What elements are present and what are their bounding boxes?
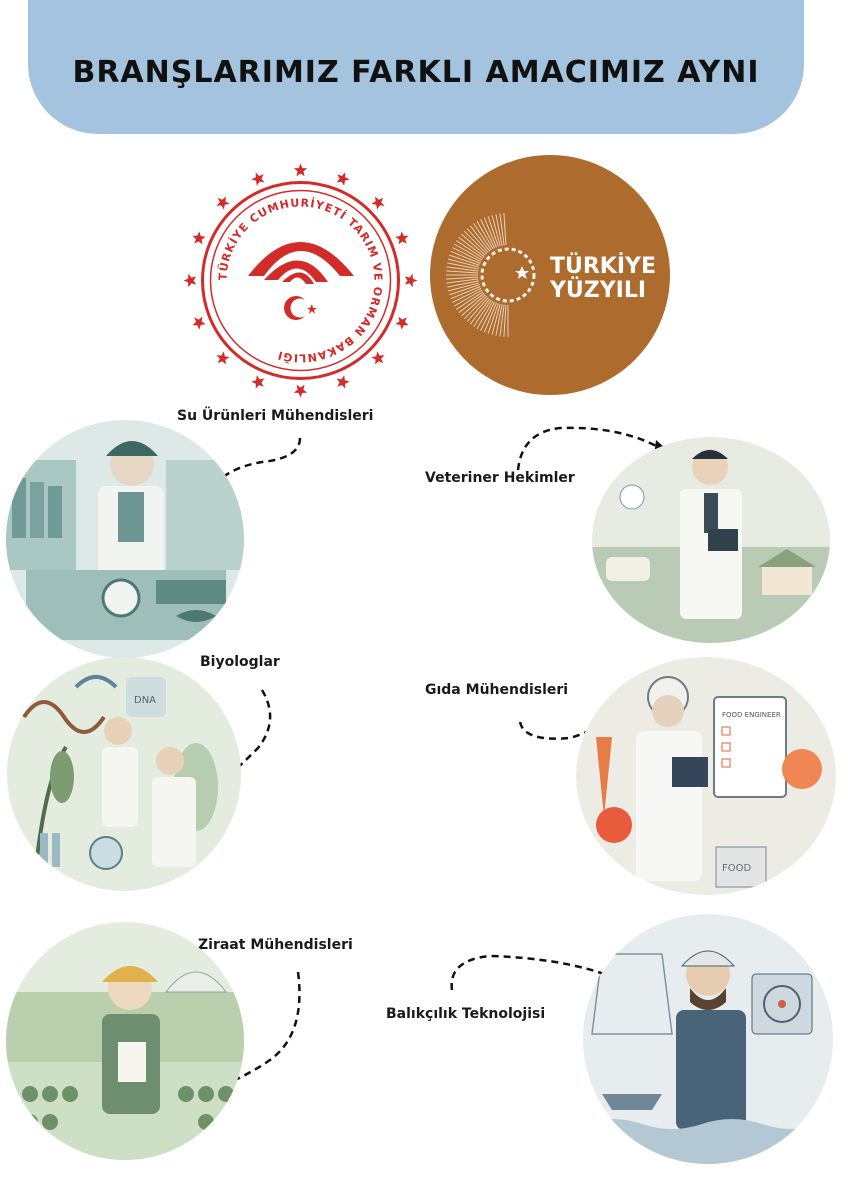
aquaculture-engineer-illustration <box>6 420 244 658</box>
seal-star-icon <box>395 316 409 330</box>
sun-ray <box>503 304 507 337</box>
seal-star-icon <box>336 172 350 186</box>
biologists-illustration: DNA <box>6 657 242 891</box>
sun-ray <box>450 250 481 264</box>
sun-ray <box>446 270 479 274</box>
seal-star-icon <box>404 273 418 288</box>
sun-ray <box>461 294 486 317</box>
sun-ray <box>483 302 497 333</box>
sun-ray <box>487 303 499 334</box>
sun-ray <box>446 276 479 280</box>
seal-star-icon <box>216 351 230 365</box>
label-veteriner: Veteriner Hekimler <box>425 470 575 486</box>
turkiye-yuzyili-icon: TÜRKİYE YÜZYILI <box>430 155 670 395</box>
ministry-seal-icon: TÜRKİYE CUMHURİYETİ TARIM VE ORMAN BAKAN… <box>183 163 418 398</box>
food-engineer-illustration: FOOD ENGINEER FOOD <box>576 657 836 895</box>
ministry-logo: TÜRKİYE CUMHURİYETİ TARIM VE ORMAN BAKAN… <box>178 158 423 403</box>
sun-ray <box>454 289 483 307</box>
sun-ray <box>449 254 480 266</box>
seal-star-icon <box>192 231 206 245</box>
sun-ray <box>480 301 496 331</box>
sun-ray <box>499 304 505 337</box>
sun-ray <box>447 258 480 268</box>
sun-ray <box>476 221 494 250</box>
svg-text:TÜRKİYE CUMHURİYETİ TARIM VE O: TÜRKİYE CUMHURİYETİ TARIM VE ORMAN BAKAN… <box>216 196 385 364</box>
seal-star-icon <box>395 231 409 245</box>
sun-ray <box>469 298 491 325</box>
sun-ray <box>458 292 485 314</box>
sun-ray <box>503 213 507 246</box>
sun-ray <box>499 213 505 246</box>
svg-text:TÜRKİYE: TÜRKİYE <box>550 253 656 279</box>
sun-ray <box>446 266 479 272</box>
sun-ray <box>461 233 486 256</box>
sun-ray <box>463 230 488 255</box>
sun-ray <box>495 214 503 246</box>
label-biyologlar: Biyologlar <box>200 654 280 670</box>
seal-star-icon <box>183 273 197 288</box>
sun-ray <box>456 240 484 259</box>
sun-ray <box>487 216 499 247</box>
sun-ray <box>456 291 484 310</box>
seal-star-icon <box>251 375 265 389</box>
seal-star-icon <box>216 196 230 210</box>
veterinarian-illustration <box>592 437 830 643</box>
svg-text:FOOD: FOOD <box>722 863 751 874</box>
sun-ray <box>473 223 492 251</box>
sun-ray <box>480 219 496 249</box>
label-ziraat: Ziraat Mühendisleri <box>198 937 353 953</box>
sun-ray <box>446 278 479 284</box>
sun-ray <box>466 228 489 253</box>
sun-ray <box>491 214 501 247</box>
label-gida: Gıda Mühendisleri <box>425 682 569 698</box>
label-balikcilik: Balıkçılık Teknolojisi <box>386 1006 546 1022</box>
sun-ray <box>452 247 482 263</box>
seal-star-icon <box>293 384 308 398</box>
seal-star-icon <box>192 316 206 330</box>
sun-ray <box>450 286 481 300</box>
seal-star-icon <box>293 163 308 177</box>
seal-star-icon <box>371 196 385 210</box>
sun-ray <box>447 282 480 292</box>
sun-ray <box>463 295 488 320</box>
sun-ray <box>458 236 485 258</box>
svg-text:DNA: DNA <box>134 695 156 706</box>
fishing-technology-illustration <box>582 914 834 1164</box>
sun-ray <box>449 284 480 296</box>
page-title: BRANŞLARIMIZ FARKLI AMACIMIZ AYNI <box>72 54 760 90</box>
agricultural-engineer-illustration <box>6 922 244 1160</box>
sun-ray <box>447 262 479 270</box>
sun-ray <box>495 304 503 336</box>
sun-ray <box>491 303 501 336</box>
sun-ray <box>454 243 483 261</box>
sun-ray <box>447 280 479 288</box>
seal-star-icon <box>251 172 265 186</box>
sun-ray <box>476 300 494 329</box>
sun-ray <box>452 287 482 303</box>
seal-star-icon <box>371 351 385 365</box>
century-logo: TÜRKİYE YÜZYILI <box>428 153 672 397</box>
sun-ray <box>483 217 497 248</box>
sun-ray <box>473 299 492 327</box>
label-su-urunleri: Su Ürünleri Mühendisleri <box>177 408 374 424</box>
header-banner: BRANŞLARIMIZ FARKLI AMACIMIZ AYNI <box>28 0 804 134</box>
seal-star-icon <box>336 375 350 389</box>
svg-text:YÜZYILI: YÜZYILI <box>549 277 646 303</box>
sun-ray <box>469 225 491 252</box>
sun-ray <box>466 297 489 322</box>
svg-text:FOOD ENGINEER: FOOD ENGINEER <box>722 711 781 719</box>
